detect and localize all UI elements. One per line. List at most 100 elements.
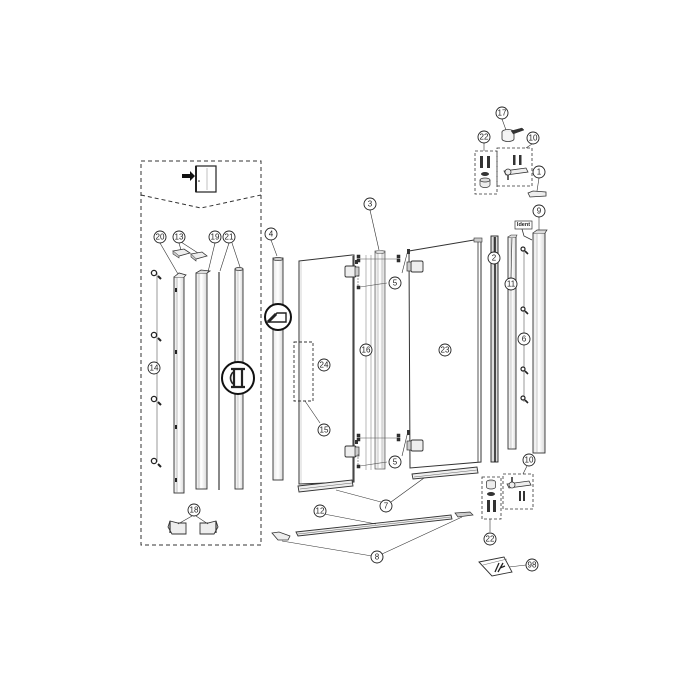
accessory-bag-98 bbox=[478, 556, 527, 577]
callout-label: 8 bbox=[375, 553, 380, 562]
callout-circle bbox=[388, 276, 402, 290]
callout-label: 19 bbox=[211, 233, 220, 242]
callout-circle bbox=[388, 455, 402, 469]
callout-5: 5 bbox=[388, 455, 402, 469]
callout-circle bbox=[477, 130, 491, 144]
callout-circle bbox=[483, 532, 497, 546]
callout-circle bbox=[504, 277, 518, 291]
hinge-upper-right bbox=[406, 249, 424, 273]
svg-text:Ident: Ident bbox=[517, 222, 530, 228]
callout-label: 22 bbox=[480, 133, 489, 142]
callout-3: 3 bbox=[363, 197, 377, 211]
callout-circle bbox=[172, 230, 186, 244]
hinge-upper-left bbox=[344, 260, 360, 278]
door-orientation-icon bbox=[182, 165, 217, 193]
callout-7: 7 bbox=[379, 499, 393, 513]
callout-13: 13 bbox=[172, 230, 186, 244]
wall-profile-20 bbox=[173, 272, 187, 494]
callout-circle bbox=[264, 227, 278, 241]
sticker-area-15 bbox=[293, 341, 314, 402]
bottom-seals-7 bbox=[297, 466, 479, 503]
callout-circle bbox=[222, 230, 236, 244]
wall-brackets-18 bbox=[167, 520, 219, 535]
callout-17: 17 bbox=[495, 106, 509, 120]
threshold-profile-12 bbox=[295, 513, 453, 537]
callout-label: 10 bbox=[529, 134, 538, 143]
cap-17 bbox=[501, 118, 525, 142]
callout-8: 8 bbox=[370, 550, 384, 564]
screws-6 bbox=[520, 246, 529, 404]
profile-11 bbox=[507, 234, 518, 450]
callout-label: 24 bbox=[320, 361, 329, 370]
callout-label: 14 bbox=[150, 364, 159, 373]
ident-label: Ident bbox=[514, 220, 533, 241]
callout-label: 12 bbox=[316, 507, 325, 516]
callout-circle bbox=[187, 503, 201, 517]
callout-circle bbox=[526, 131, 540, 145]
callout-1: 1 bbox=[532, 165, 546, 179]
callout-label: 5 bbox=[393, 279, 398, 288]
callout-circle bbox=[517, 332, 531, 346]
hinge-kit-10-top bbox=[496, 143, 533, 187]
profile-section-detail bbox=[221, 361, 255, 395]
wall-profile-9 bbox=[532, 217, 548, 454]
callout-2: 2 bbox=[487, 251, 501, 265]
callout-98: 98 bbox=[525, 558, 539, 572]
callout-label: 3 bbox=[368, 200, 373, 209]
callout-label: 23 bbox=[441, 346, 450, 355]
callout-label: 13 bbox=[175, 233, 184, 242]
callout-label: 10 bbox=[525, 456, 534, 465]
callout-circle bbox=[359, 343, 373, 357]
callout-label: 9 bbox=[537, 207, 542, 216]
callout-circle bbox=[363, 197, 377, 211]
callout-circle bbox=[532, 204, 546, 218]
callout-18: 18 bbox=[187, 503, 201, 517]
callout-label: 22 bbox=[486, 535, 495, 544]
callout-circle bbox=[317, 358, 331, 372]
end-caps-13 bbox=[172, 248, 208, 262]
callout-9: 9 bbox=[532, 204, 546, 218]
callout-circle bbox=[379, 499, 393, 513]
callout-label: 18 bbox=[190, 506, 199, 515]
callout-circle bbox=[208, 230, 222, 244]
callout-14: 14 bbox=[147, 361, 161, 375]
callout-label: 16 bbox=[362, 346, 371, 355]
magnetic-seal-2 bbox=[490, 235, 499, 463]
callout-15: 15 bbox=[317, 423, 331, 437]
callout-21: 21 bbox=[222, 230, 236, 244]
callout-circle bbox=[525, 558, 539, 572]
hinge-kit-10-bottom bbox=[502, 465, 534, 510]
callout-20: 20 bbox=[153, 230, 167, 244]
callout-19: 19 bbox=[208, 230, 222, 244]
callout-10: 10 bbox=[522, 453, 536, 467]
wall-profile-kit-group bbox=[140, 160, 262, 546]
callout-10: 10 bbox=[526, 131, 540, 145]
callout-circle bbox=[438, 343, 452, 357]
callout-label: 4 bbox=[269, 230, 274, 239]
callout-6: 6 bbox=[517, 332, 531, 346]
callout-23: 23 bbox=[438, 343, 452, 357]
callout-4: 4 bbox=[264, 227, 278, 241]
cap-1 bbox=[527, 177, 547, 198]
callout-24: 24 bbox=[317, 358, 331, 372]
callout-11: 11 bbox=[504, 277, 518, 291]
callout-label: 15 bbox=[320, 426, 329, 435]
wall-profile-4 bbox=[264, 257, 292, 481]
fixing-kit-22-bottom bbox=[481, 476, 502, 532]
hinge-lower-right bbox=[406, 430, 424, 452]
callout-circle bbox=[532, 165, 546, 179]
callout-22: 22 bbox=[483, 532, 497, 546]
callout-label: 6 bbox=[522, 335, 527, 344]
callout-22: 22 bbox=[477, 130, 491, 144]
callout-circle bbox=[522, 453, 536, 467]
callout-label: 11 bbox=[507, 280, 516, 289]
callout-label: 5 bbox=[393, 458, 398, 467]
callout-label: 2 bbox=[492, 254, 497, 263]
hinge-lower-left bbox=[344, 440, 360, 458]
callout-circle bbox=[313, 504, 327, 518]
callout-label: 17 bbox=[498, 109, 507, 118]
end-caps-8 bbox=[271, 511, 474, 557]
callout-label: 21 bbox=[225, 233, 234, 242]
